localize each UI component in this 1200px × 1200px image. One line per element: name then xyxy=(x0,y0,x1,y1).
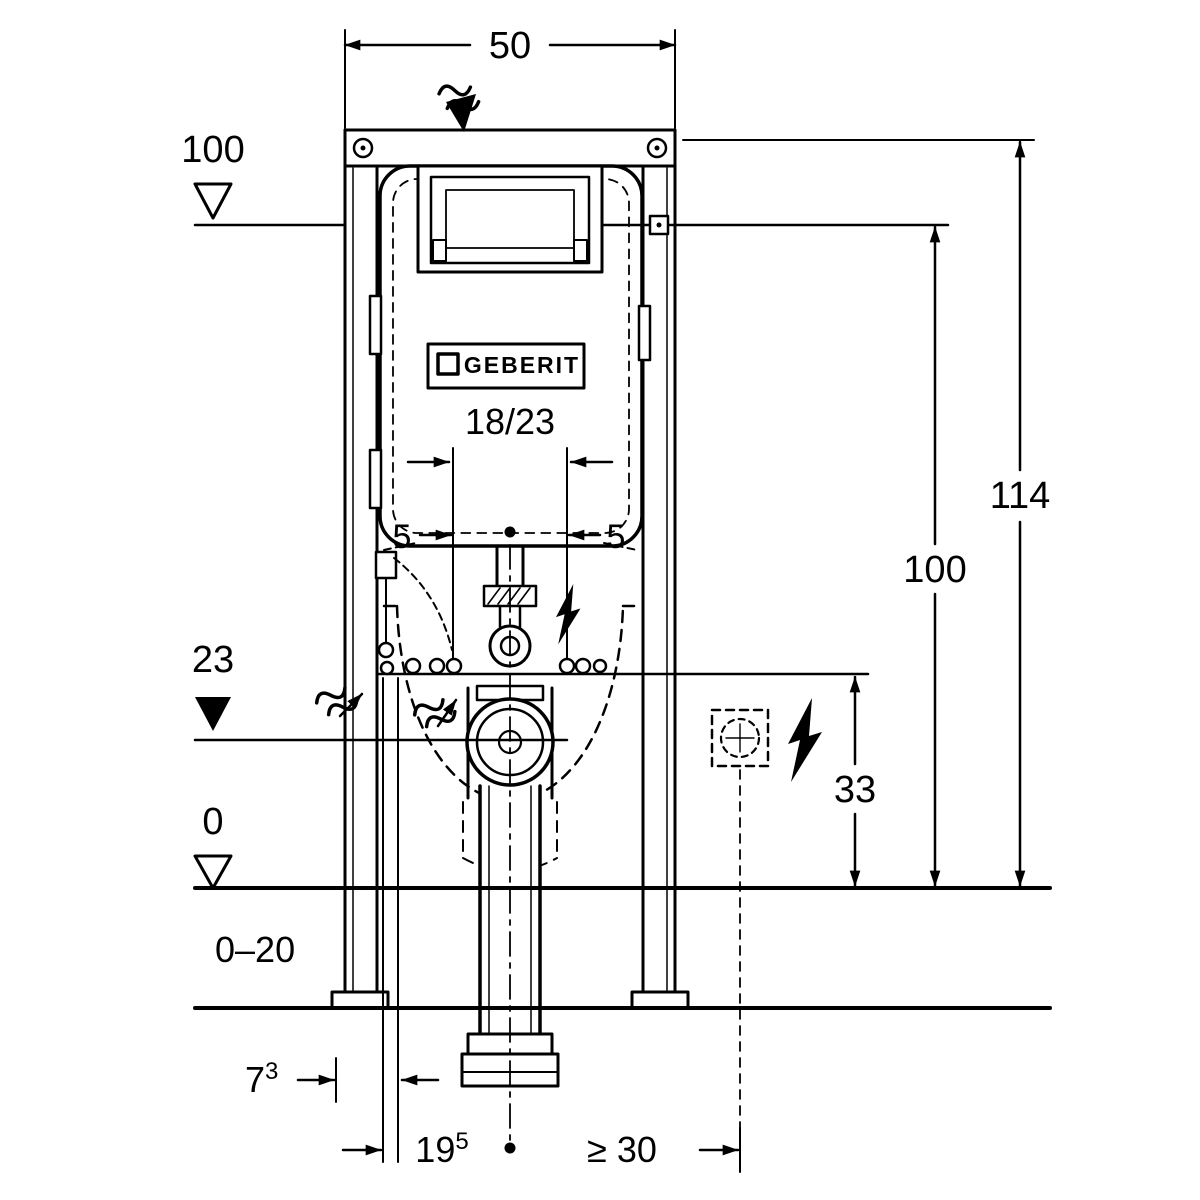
dim-overall-height-label: 114 xyxy=(990,475,1051,517)
elec-box-circle xyxy=(719,717,761,759)
left-rail xyxy=(343,128,379,1010)
water-flow-icon xyxy=(314,686,359,717)
side-bracket xyxy=(368,294,383,356)
callout-arrow xyxy=(436,698,458,728)
brand-label-plate xyxy=(426,342,586,390)
floor-buildup-range-label: 0–20 xyxy=(215,929,295,970)
right-foot-plate xyxy=(630,990,690,1010)
flow-direction-triangle xyxy=(446,94,476,132)
square-logo-icon xyxy=(436,352,460,376)
access-opening xyxy=(416,164,604,274)
water-symbols xyxy=(314,84,481,729)
fixing-screw xyxy=(379,660,395,676)
triangle-open-level-icon xyxy=(193,182,233,220)
dim-elec-offset-label: ≥ 30 xyxy=(587,1129,657,1170)
callout-arrow xyxy=(338,692,364,718)
top-crossbar xyxy=(343,128,677,168)
supply-connector xyxy=(377,641,395,659)
triangle-open-level-icon xyxy=(193,854,233,890)
lightning-icon xyxy=(556,584,581,645)
fixing-screw xyxy=(558,657,576,675)
left-foot-plate xyxy=(330,990,390,1010)
level-drain-label: 23 xyxy=(192,639,234,681)
water-flow-icon xyxy=(412,698,457,729)
labels: 50 100 114 100 33 23 0 0–20 18/23 5 5 73… xyxy=(181,25,1050,1170)
level-floor-label: 0 xyxy=(202,801,223,843)
lightning-icon xyxy=(788,698,822,782)
elec-box-dashed xyxy=(710,708,770,768)
hatch-line xyxy=(517,587,531,605)
flush-assembly xyxy=(374,447,568,673)
access-opening-frame xyxy=(429,175,591,265)
level-top-label: 100 xyxy=(181,129,244,171)
hatch-line xyxy=(497,587,511,605)
fixing-screw xyxy=(404,657,422,675)
fixing-points xyxy=(379,657,608,676)
center-point xyxy=(504,1142,516,1154)
dim-front-offset-label: 73 xyxy=(245,1058,278,1100)
annotations xyxy=(193,29,1035,1173)
outlet-bend-circle xyxy=(465,697,555,787)
center-point xyxy=(504,526,516,538)
electrical-connection xyxy=(556,584,822,1147)
dim-connection-height-label: 33 xyxy=(834,769,876,811)
dim-gap-right-label: 5 xyxy=(607,518,626,556)
clip xyxy=(573,239,588,262)
right-rail xyxy=(641,128,677,1010)
fixing-screw xyxy=(574,657,592,675)
fixing-screw xyxy=(428,657,446,675)
dim-top-width-label: 50 xyxy=(489,25,531,67)
side-bracket xyxy=(368,448,383,510)
hatch-line xyxy=(487,587,501,605)
dim-gap-left-label: 5 xyxy=(393,518,412,556)
supply-hose-dashed xyxy=(393,557,453,651)
screw-center xyxy=(360,145,366,151)
dim-rod-spacing-label: 18/23 xyxy=(465,401,555,442)
mounting-frame xyxy=(330,128,870,1010)
side-bracket xyxy=(637,304,652,362)
fixing-screw xyxy=(592,658,608,674)
triangle-filled-level-icon xyxy=(195,697,231,731)
dim-actuation-height-label: 100 xyxy=(903,549,966,591)
protection-plug xyxy=(445,189,575,249)
clip xyxy=(432,239,447,262)
fixing-screw xyxy=(445,657,463,675)
dim-supply-offset-label: 195 xyxy=(415,1128,468,1170)
brand-logo-text: GEBERIT xyxy=(464,352,580,378)
screw-center xyxy=(654,145,660,151)
